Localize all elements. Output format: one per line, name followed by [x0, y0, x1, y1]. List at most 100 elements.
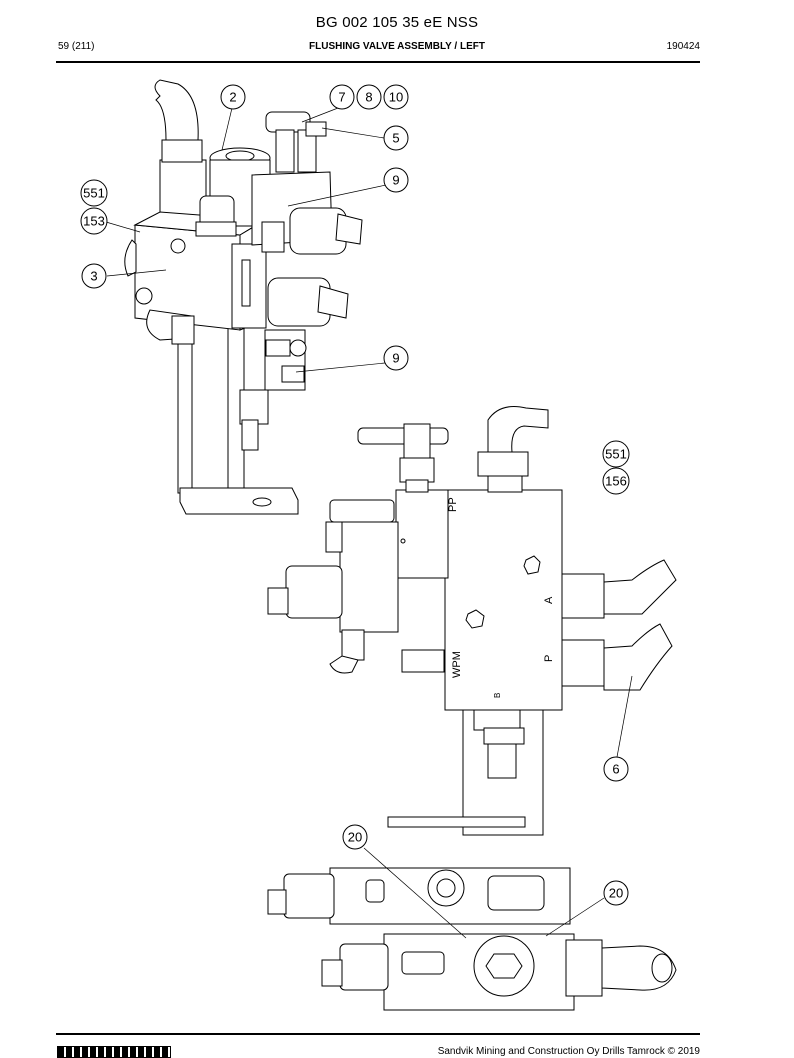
page-number: 59 (211): [58, 41, 95, 52]
elbow-fitting-top: [154, 79, 199, 141]
marking-b: B: [493, 693, 502, 698]
company-logo: [57, 1046, 171, 1058]
top-view-solenoid-2: [339, 943, 389, 991]
callout-2: 2: [220, 84, 246, 110]
top-view: [267, 867, 677, 1011]
cartridge-2: [281, 365, 305, 383]
front-tee: [357, 427, 449, 445]
marking-p: P: [543, 655, 555, 662]
plug: [170, 238, 186, 254]
callout-153: 153: [80, 207, 108, 235]
section-title: FLUSHING VALVE ASSEMBLY / LEFT: [309, 41, 485, 52]
front-top-elbow: [487, 406, 549, 453]
top-view-connector-1: [267, 889, 287, 915]
upper-solenoid-cap: [325, 521, 343, 553]
lower-elbow-tip: [329, 655, 359, 674]
top-view-port-1: [427, 869, 465, 907]
svg-text:156: 156: [605, 474, 627, 489]
top-view-side-elbow: [601, 945, 677, 991]
valve-fitting: [261, 221, 285, 253]
bottom-adapter: [473, 709, 521, 731]
svg-text:10: 10: [389, 90, 403, 105]
front-view: [267, 406, 677, 836]
left-hose-fitting: [329, 499, 395, 523]
callout-156: 156: [602, 467, 630, 495]
top-view-plug-1: [365, 879, 385, 903]
svg-text:153: 153: [83, 214, 105, 229]
top-view-solenoid-1: [283, 873, 335, 919]
callout-5: 5: [383, 125, 409, 151]
hex-plug-1: [523, 555, 541, 575]
document-title: BG 002 105 35 eE NSS: [315, 14, 479, 31]
callout-8: 8: [356, 84, 382, 110]
copyright-text: Sandvik Mining and Construction Oy Drill…: [437, 1046, 700, 1057]
front-top-nut: [477, 451, 529, 477]
bottom-nipple: [487, 743, 517, 779]
svg-text:551: 551: [605, 447, 627, 462]
bottom-nut: [483, 727, 525, 745]
front-solenoid-connector: [267, 587, 289, 615]
top-view-cartridge: [487, 875, 545, 911]
top-view-hex: [485, 953, 523, 979]
callout-20-right: 20: [603, 880, 629, 906]
front-tee-stem: [405, 479, 429, 493]
sensor-fitting: [305, 121, 327, 137]
top-view-connector-2: [321, 959, 343, 987]
solenoid-stack: [339, 521, 399, 633]
port-a-nut: [561, 573, 605, 619]
port-p-nut: [561, 639, 605, 687]
front-base-plate: [387, 816, 526, 828]
marking-pp: PP: [447, 497, 459, 512]
top-view-large-port: [473, 935, 535, 997]
front-solenoid: [285, 565, 343, 619]
lower-fitting: [239, 389, 269, 425]
isometric-view: [124, 79, 363, 515]
base-hole: [252, 497, 272, 507]
front-tee-body: [403, 423, 431, 461]
svg-text:6: 6: [612, 762, 619, 777]
hex-plug-2: [465, 609, 485, 629]
svg-text:20: 20: [609, 886, 623, 901]
svg-text:551: 551: [83, 186, 105, 201]
header-rule: [56, 61, 700, 63]
tee-fitting: [265, 111, 311, 133]
side-port: [124, 239, 137, 277]
top-view-side-nut: [565, 939, 603, 997]
down-fitting: [171, 315, 195, 345]
front-main-block: [444, 489, 563, 711]
svg-text:8: 8: [365, 90, 372, 105]
svg-text:3: 3: [90, 269, 97, 284]
cartridge-1: [265, 339, 291, 357]
cartridge-knob: [289, 339, 307, 357]
svg-text:2: 2: [229, 90, 236, 105]
solenoid-lower-connector: [317, 285, 349, 319]
leader-lines: [105, 107, 633, 939]
callout-9-upper: 9: [383, 167, 409, 193]
top-view-elbow-face: [651, 953, 673, 983]
callout-10: 10: [383, 84, 409, 110]
callout-7: 7: [329, 84, 355, 110]
left-side-block: [395, 489, 449, 579]
lower-elbow: [341, 629, 365, 661]
date-code: 190424: [666, 41, 700, 52]
footer-rule: [56, 1033, 700, 1035]
callout-20-left: 20: [342, 824, 368, 850]
top-view-fitting: [401, 951, 445, 975]
svg-text:9: 9: [392, 351, 399, 366]
base-plate: [179, 487, 299, 515]
top-view-port-1-bore: [436, 878, 456, 898]
svg-text:9: 9: [392, 173, 399, 188]
side-plug: [135, 287, 153, 305]
svg-text:20: 20: [348, 830, 362, 845]
solenoid-upper-connector: [335, 213, 363, 245]
tee-stem: [275, 129, 295, 173]
callout-551-lower: 551: [602, 440, 630, 468]
callout-551-upper: 551: [80, 179, 108, 207]
front-tee-nut: [399, 457, 435, 483]
callout-6: 6: [603, 756, 629, 782]
pilot-port: [400, 538, 406, 544]
svg-text:5: 5: [392, 131, 399, 146]
port-p-elbow: [603, 623, 673, 691]
block-slot: [241, 259, 251, 307]
svg-text:7: 7: [338, 90, 345, 105]
